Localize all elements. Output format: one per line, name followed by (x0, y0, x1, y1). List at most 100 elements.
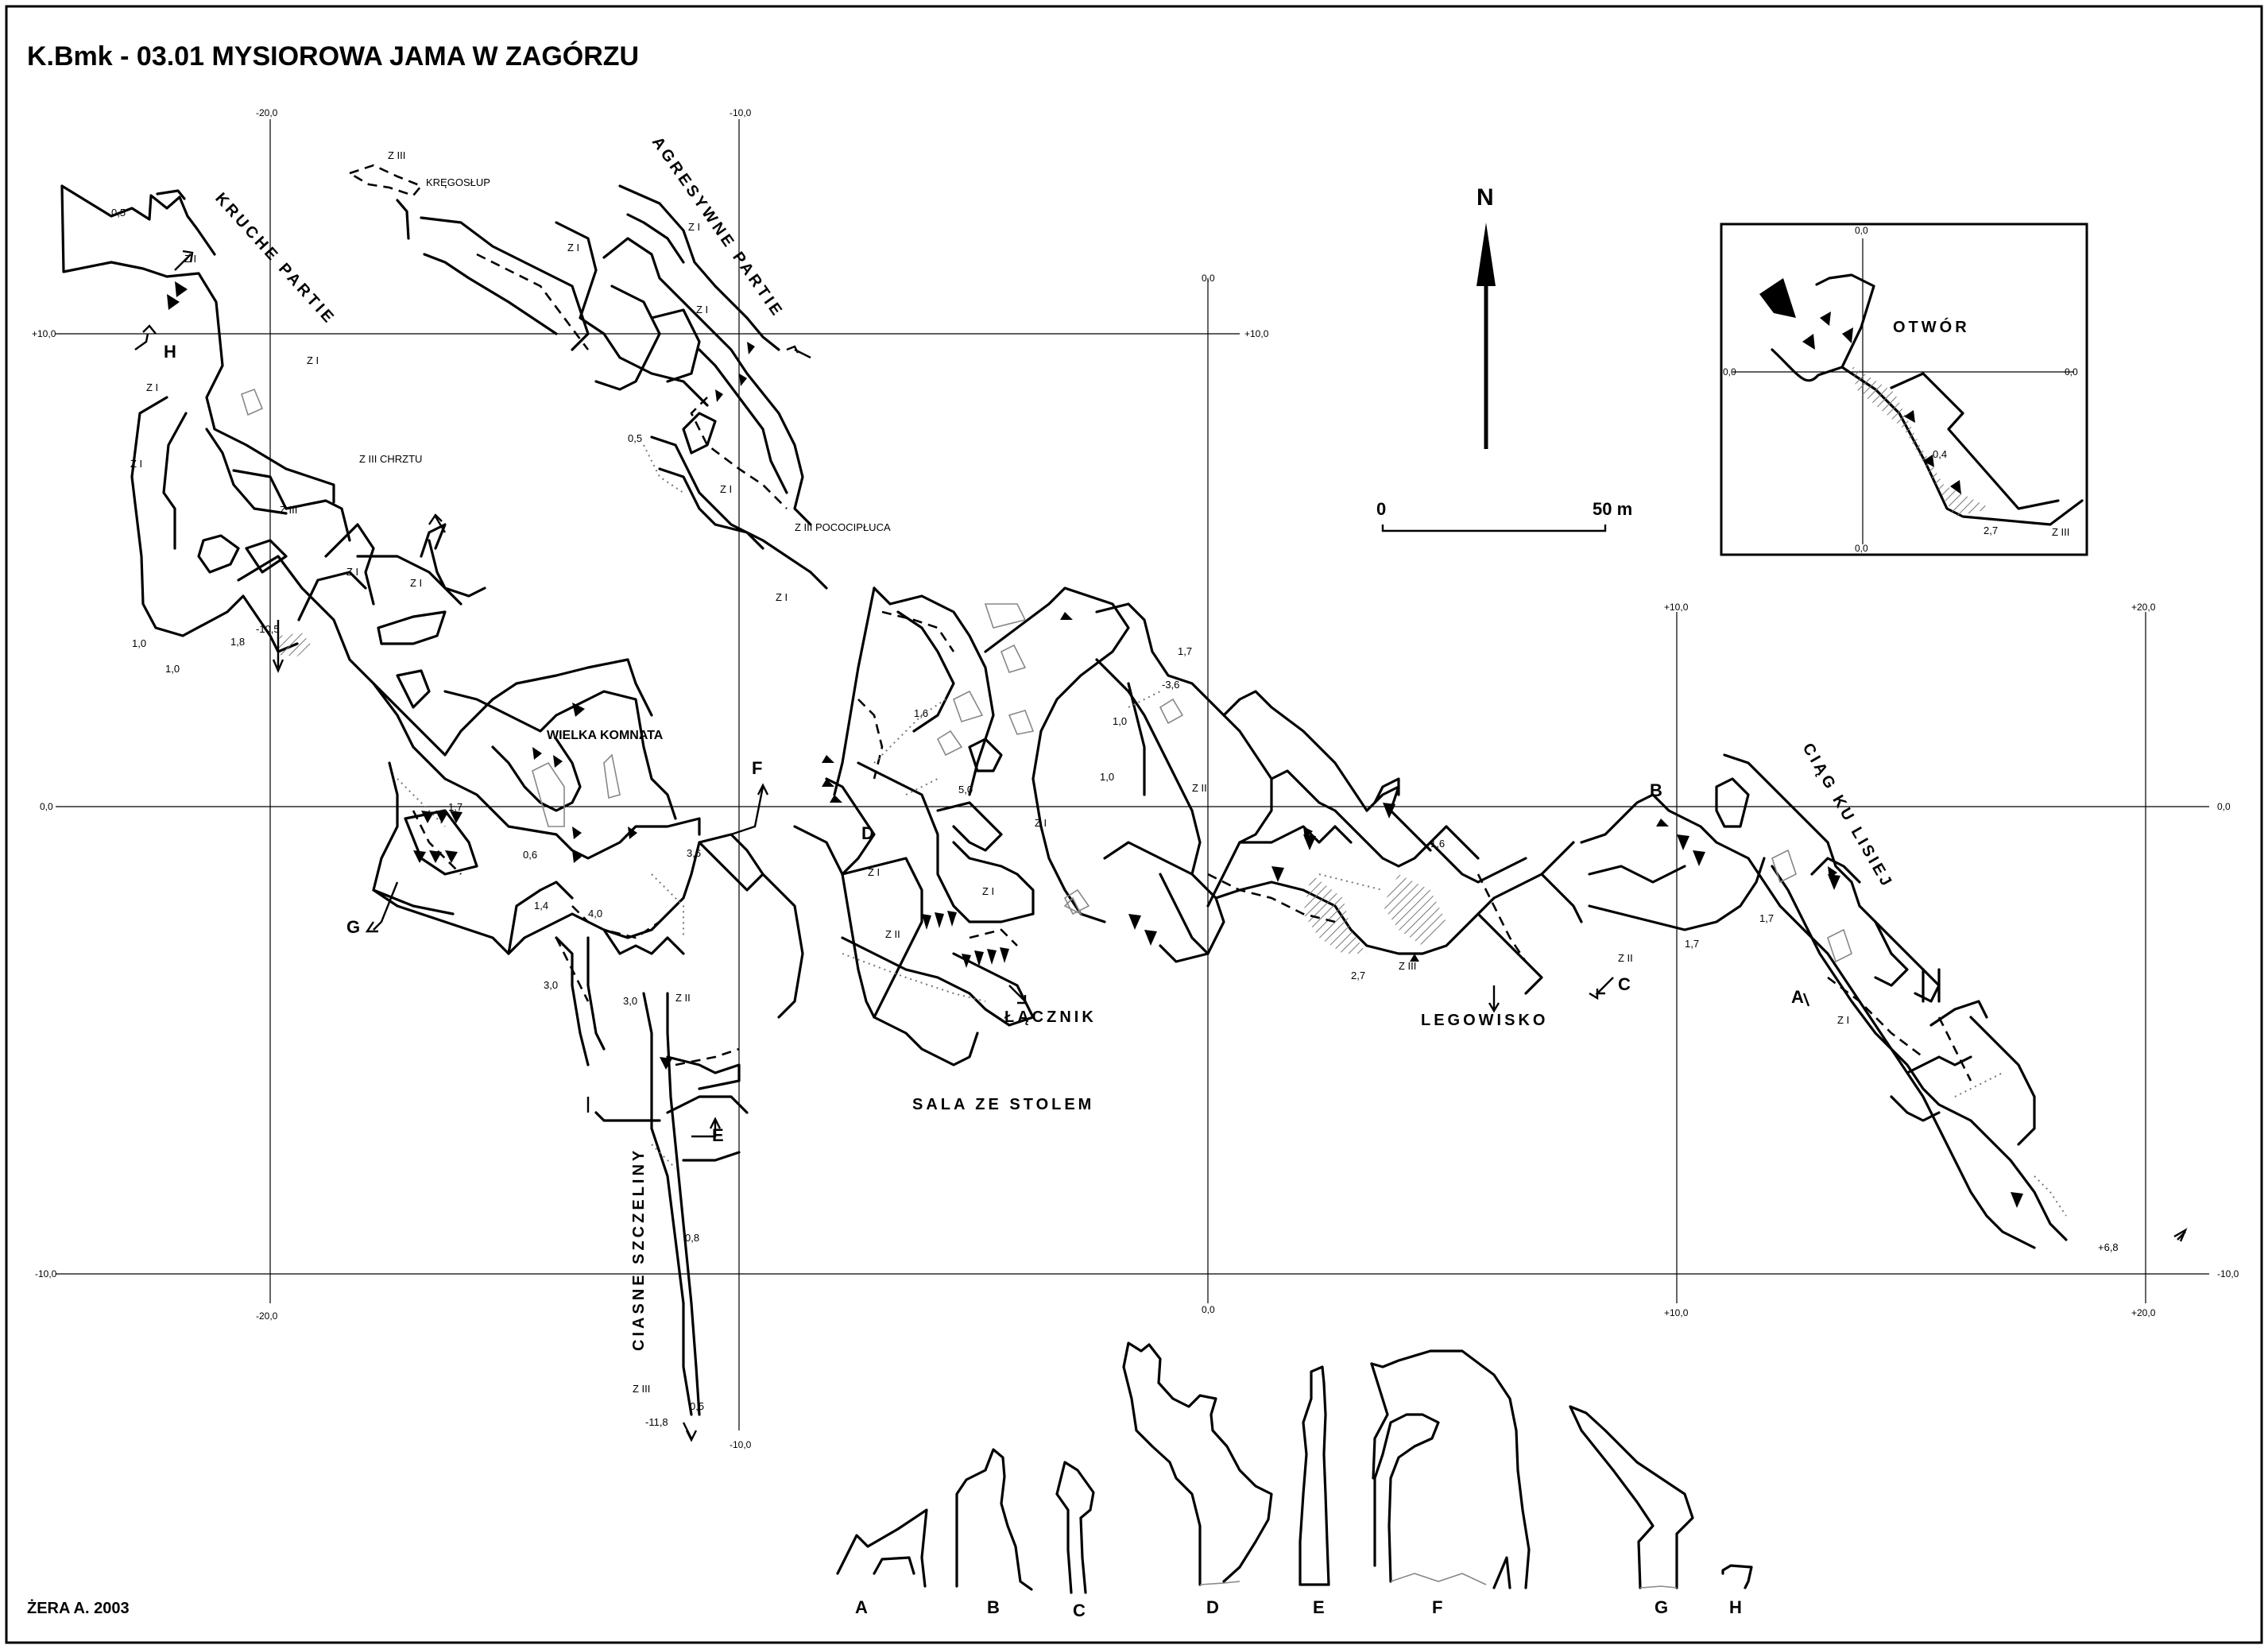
grid-top-5: +20,0 (2131, 602, 2156, 613)
grid-top-3: 0,0 (1202, 273, 1215, 284)
zone-16: Z II (675, 992, 691, 1004)
label-sala-ze-stolem: SALA ZE STOLEM (912, 1096, 1094, 1113)
zone-5: Z I (346, 566, 358, 578)
depth-20: 1,7 (1178, 645, 1192, 657)
depth-2: 1,0 (132, 637, 146, 649)
grid-left-2: 0,0 (40, 801, 53, 812)
depth-16: 1,6 (914, 707, 928, 719)
depth-27: 0,5 (628, 432, 642, 444)
zone-23: Z I (1837, 1014, 1849, 1026)
depth-10: 3,6 (687, 847, 701, 859)
section-markers: A B C D E F G H (164, 342, 1804, 1145)
grid-bottom-5: +20,0 (2131, 1307, 2156, 1318)
label-ciasne-szczeliny: CIASNE SZCZELINY (630, 1148, 648, 1351)
depth-7: 0,6 (523, 849, 537, 861)
section-d-marker: D (861, 823, 874, 843)
depth-11: 3,0 (544, 979, 558, 991)
section-c-label: C (1073, 1601, 1086, 1620)
zone-21: Z III (633, 1383, 650, 1395)
zone-15: Z II (885, 928, 900, 940)
slope-markers (167, 281, 1837, 1070)
scale-start: 0 (1376, 499, 1386, 519)
label-agresywne-partie: AGRESYWNE PARTIE (648, 134, 787, 321)
north-arrow: N (1477, 184, 1496, 449)
inset-depth-2: 2,7 (1984, 525, 1998, 536)
cave-plan (60, 164, 2068, 1416)
inset-label-right: 0,0 (2065, 366, 2078, 377)
label-lacznik: ŁĄCZNIK (1004, 1008, 1097, 1026)
section-c-marker: C (1618, 974, 1631, 994)
depth-19: 1,0 (1100, 771, 1114, 783)
scale-end: 50 m (1593, 499, 1632, 519)
zone-3: Z I (307, 354, 319, 366)
label-kruche-partie: KRUCHE PARTIE (211, 190, 339, 328)
depth-17: 5,0 (958, 784, 973, 795)
depth-18: 1,0 (1113, 715, 1127, 727)
grid-right-1: +10,0 (1244, 328, 1269, 339)
depth-5: -10,5 (256, 623, 280, 635)
depth-13: 0,8 (685, 1232, 699, 1244)
label-chrztu: Z III CHRZTU (359, 453, 422, 465)
grid-left-3: -10,0 (35, 1268, 57, 1279)
grid-right-2: 0,0 (2217, 801, 2231, 812)
grid-left-1: +10,0 (32, 328, 56, 339)
zone-2: Z I (146, 381, 158, 393)
zone-7: Z I (567, 242, 579, 254)
section-a-marker: A (1791, 987, 1804, 1007)
zone-18: Z II (1192, 782, 1207, 794)
depth-9: 4,0 (588, 908, 602, 919)
section-f-label: F (1432, 1597, 1442, 1617)
section-b-label: B (987, 1597, 1000, 1617)
section-b-marker: B (1650, 780, 1662, 800)
zone-10: Z I (720, 483, 732, 495)
section-h-marker: H (164, 342, 176, 362)
section-g-label: G (1655, 1597, 1668, 1617)
zone-19: Z III (388, 149, 405, 161)
north-label: N (1477, 184, 1494, 211)
grid-top-4: +10,0 (1664, 602, 1689, 613)
direction-arrows (134, 250, 2188, 1442)
zone-labels: Z I Z I Z I Z I Z I Z I Z I Z I Z I Z I … (130, 149, 1849, 1395)
cross-sections: A B C D E F G H (836, 1341, 1753, 1620)
grid-bottom-2: -10,0 (730, 1439, 752, 1450)
zone-9: Z I (696, 304, 708, 315)
depth-23: 2,7 (1351, 970, 1365, 981)
depth-labels: 0,5 1,0 1,8 1,0 -10,5 1,7 0,6 1,4 4,0 3,… (111, 207, 2119, 1428)
scale-bar: 0 50 m (1376, 499, 1632, 532)
section-e-label: E (1313, 1597, 1325, 1617)
section-g-marker: G (346, 917, 360, 937)
section-d-label: D (1206, 1597, 1219, 1617)
depth-4: 1,0 (165, 663, 180, 675)
label-legowisko: LEGOWISKO (1421, 1012, 1548, 1029)
inset-label-left: 0,0 (1723, 366, 1736, 377)
region-labels: KRUCHE PARTIE AGRESYWNE PARTIE KRĘGOSŁUP… (211, 134, 1896, 1351)
zone-11: Z I (776, 591, 788, 603)
zone-12: Z I (868, 866, 880, 878)
zone-22: Z III (1399, 960, 1416, 972)
inset-zone: Z III (2052, 526, 2069, 538)
map-title: K.Bmk - 03.01 MYSIOROWA JAMA W ZAGÓRZU (27, 41, 639, 72)
entrance-arrow-icon (1759, 278, 1796, 318)
grid-right-3: -10,0 (2217, 1268, 2239, 1279)
zone-6: Z I (410, 577, 422, 589)
depth-1: 0,5 (111, 207, 126, 219)
label-wielka-komnata: WIELKA KOMNATA (547, 729, 664, 742)
label-kregoslup: KRĘGOSŁUP (426, 176, 490, 188)
grid-top-1: -20,0 (256, 107, 278, 118)
depth-3: 1,8 (230, 636, 245, 648)
depth-26: +6,8 (2098, 1241, 2119, 1253)
depth-24: 1,7 (1685, 938, 1699, 950)
depth-15: -11,8 (645, 1416, 668, 1428)
map-frame (5, 5, 2263, 1644)
grid-bottom-1: -20,0 (256, 1310, 278, 1322)
zone-8: Z I (688, 221, 700, 233)
depth-8: 1,4 (534, 900, 548, 912)
zone-20: Z III (280, 504, 297, 516)
depth-12: 3,0 (623, 995, 637, 1007)
coordinate-grid (56, 119, 2209, 1430)
section-e-marker: E (712, 1125, 724, 1145)
grid-bottom-3: 0,0 (1202, 1304, 1215, 1315)
depth-25: 1,7 (1759, 912, 1774, 924)
depth-14: 0,5 (690, 1400, 704, 1412)
